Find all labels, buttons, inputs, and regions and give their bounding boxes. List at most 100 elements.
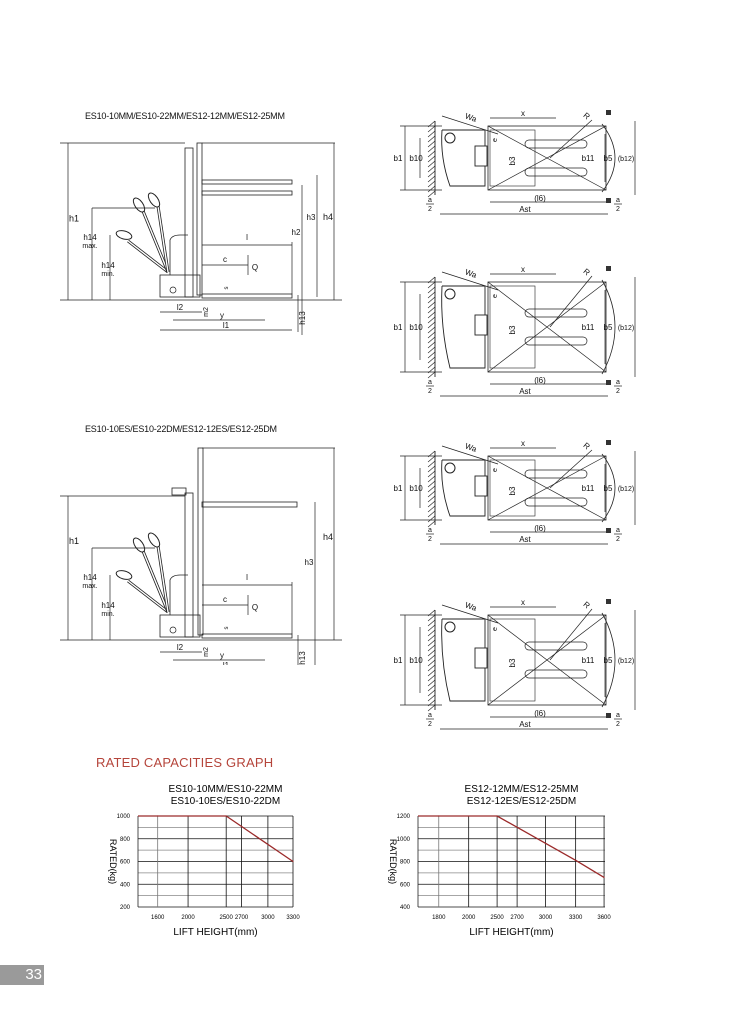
fork-left — [524, 308, 588, 318]
label-a-half-right: a — [616, 527, 620, 534]
y-tick-label: 600 — [120, 860, 131, 866]
label-x: x — [521, 598, 525, 607]
wall-hatch — [427, 644, 436, 652]
fork-right — [524, 167, 588, 177]
y-tick-label: 200 — [120, 905, 131, 911]
data-point — [575, 859, 577, 861]
wall-hatch — [427, 470, 436, 478]
chart-title-line-2: ES10-10ES/ES10-22DM — [171, 796, 281, 807]
wall-hatch — [427, 510, 436, 518]
wall-hatch — [427, 679, 436, 687]
diagonal — [487, 455, 607, 521]
turning-arc — [601, 279, 616, 375]
wall-hatch — [427, 361, 436, 369]
label-b3: b3 — [508, 156, 517, 165]
drive-unit — [474, 145, 488, 167]
wa-line — [441, 445, 499, 465]
label-Wa: Wa — [464, 441, 479, 454]
label-a-half-left: a — [428, 197, 432, 204]
y-tick-label: 800 — [400, 860, 411, 866]
marker-square — [606, 110, 611, 115]
data-point — [496, 815, 498, 817]
label-max: max. — [82, 243, 97, 250]
fork-left — [524, 139, 588, 149]
label-b12: (b12) — [618, 486, 634, 493]
label-l6: (l6) — [534, 376, 546, 385]
capacity-chart-2: ES12-12MM/ES12-25MMES12-12ES/ES12-25DM18… — [388, 784, 611, 938]
label-a-half-right-den: 2 — [616, 721, 620, 728]
wa-line — [441, 115, 499, 135]
wall-hatch — [427, 694, 436, 702]
x-tick-label: 1800 — [432, 915, 446, 921]
chassis — [159, 614, 201, 638]
truck-body — [441, 129, 486, 187]
y-axis-label: RATED(kg) — [388, 839, 398, 884]
label-Q: Q — [252, 603, 258, 612]
tiller-head — [444, 462, 456, 474]
label-b5: b5 — [604, 323, 613, 332]
wall-hatch — [427, 371, 436, 379]
label-a-half-right: a — [616, 712, 620, 719]
wall-hatch — [427, 460, 436, 468]
label-R: R — [582, 441, 592, 452]
wall-hatch — [427, 150, 436, 158]
fork-right — [524, 669, 588, 679]
diagonal — [487, 125, 607, 191]
wall-hatch — [427, 175, 436, 183]
label-l1: l1 — [223, 661, 230, 665]
label-a-half-right: a — [616, 197, 620, 204]
tiller-head — [115, 570, 133, 580]
wall-hatch — [427, 125, 436, 133]
data-point — [603, 876, 605, 879]
wall-hatch — [427, 455, 436, 463]
y-tick-label: 800 — [120, 837, 131, 843]
wall-hatch — [427, 659, 436, 667]
tiller-head — [444, 621, 456, 633]
wall-hatch — [427, 341, 436, 349]
wall-hatch — [427, 346, 436, 354]
wall-hatch — [427, 321, 436, 329]
x-tick-label: 3600 — [597, 915, 611, 921]
carriage — [196, 142, 203, 296]
wall-hatch — [427, 135, 436, 143]
drive-wheel — [169, 626, 177, 634]
label-l6: (l6) — [534, 194, 546, 203]
wall-hatch — [427, 480, 436, 488]
y-tick-label: 1200 — [397, 814, 411, 820]
wall-hatch — [427, 475, 436, 483]
wall-hatch — [427, 190, 436, 198]
chart-title-line-1: ES12-12MM/ES12-25MM — [465, 784, 579, 795]
drive-wheel — [169, 286, 177, 294]
fork-right — [524, 336, 588, 346]
label-e: e — [492, 138, 499, 142]
marker-square — [606, 266, 611, 271]
diagonal — [487, 614, 607, 706]
wall-hatch — [427, 520, 436, 528]
x-tick-label: 3000 — [539, 915, 553, 921]
y-tick-label: 600 — [400, 882, 411, 888]
x-tick-label: 2700 — [235, 915, 249, 921]
wall-hatch — [427, 649, 436, 657]
wall-hatch — [427, 485, 436, 493]
fork-left — [524, 469, 588, 479]
wall-hatch — [427, 130, 436, 138]
label-h1: h1 — [69, 536, 79, 546]
label-h14-min: h14 — [101, 261, 115, 270]
carriage-outline — [489, 129, 536, 187]
label-b1: b1 — [394, 323, 403, 332]
label-Wa: Wa — [464, 111, 479, 124]
load-outline — [487, 281, 607, 373]
label-a-half-right-den: 2 — [616, 536, 620, 543]
wall-hatch — [427, 311, 436, 319]
label-R: R — [582, 111, 592, 122]
label-l2: l2 — [177, 643, 184, 652]
fork-left — [524, 641, 588, 651]
label-a-half-left: a — [428, 379, 432, 386]
label-b10: b10 — [409, 323, 423, 332]
section-title-1: ES10-10MM/ES10-22MM/ES12-12MM/ES12-25MM — [85, 111, 285, 121]
data-point — [292, 860, 294, 863]
wall-hatch — [427, 326, 436, 334]
label-h14-max: h14 — [83, 573, 97, 582]
label-h3: h3 — [307, 213, 316, 222]
tiller-head — [444, 132, 456, 144]
